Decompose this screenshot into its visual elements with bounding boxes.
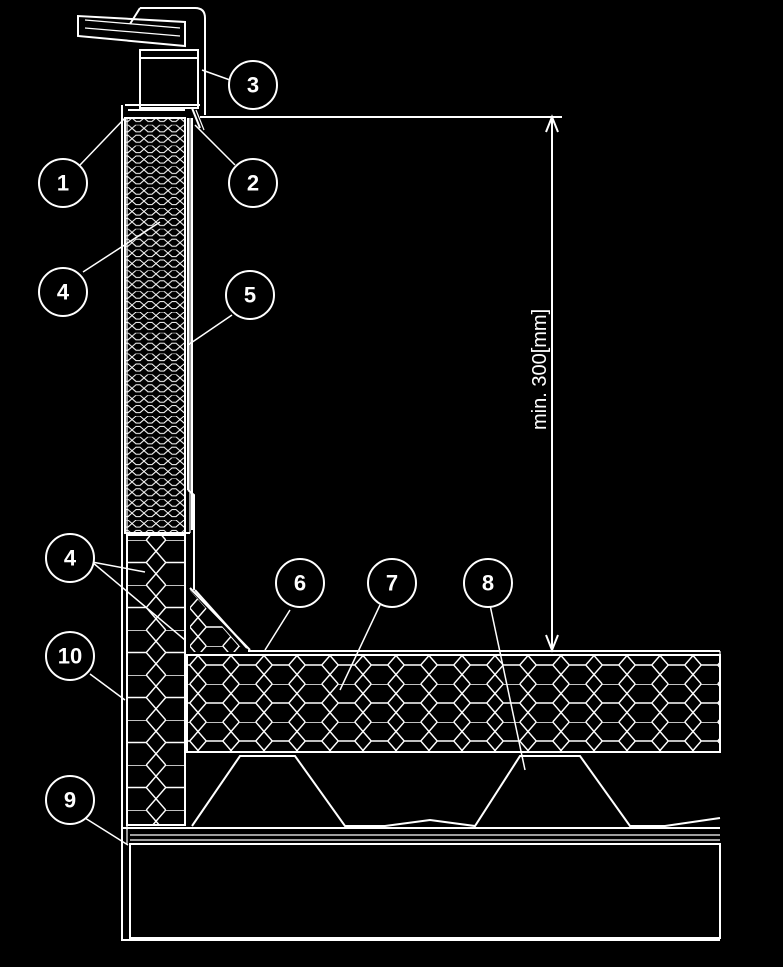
callout-4-upper: 4 [38, 267, 88, 317]
leader-lines [79, 69, 526, 846]
callout-3: 3 [228, 60, 278, 110]
parapet-outer-face [121, 105, 128, 940]
callout-9: 9 [45, 775, 95, 825]
callout-4-lower-label: 4 [64, 546, 77, 571]
parapet-coping [77, 7, 206, 131]
parapet-lower-insulation [126, 534, 186, 826]
callout-4-lower: 4 [45, 533, 95, 583]
callout-6: 6 [275, 558, 325, 608]
callout-10: 10 [45, 631, 95, 681]
parapet-upper-insulation [124, 117, 191, 534]
callout-10-label: 10 [58, 644, 82, 669]
height-dimension: min. 300[mm] [200, 114, 562, 653]
callout-1-label: 1 [57, 171, 69, 196]
vertical-membrane [187, 118, 195, 590]
dimension-label: min. 300[mm] [529, 309, 551, 430]
base-slab [121, 827, 721, 941]
callout-8-label: 8 [482, 571, 494, 596]
cant-strip [189, 587, 251, 652]
callout-2: 2 [228, 158, 278, 208]
roof-insulation-board [186, 650, 721, 753]
callout-5-label: 5 [244, 283, 256, 308]
callout-6-label: 6 [294, 571, 306, 596]
callout-8: 8 [463, 558, 513, 608]
callout-2-label: 2 [247, 171, 259, 196]
callout-9-label: 9 [64, 788, 76, 813]
callout-1: 1 [38, 158, 88, 208]
callout-7: 7 [367, 558, 417, 608]
callout-3-label: 3 [247, 73, 259, 98]
callout-7-label: 7 [386, 571, 398, 596]
trapezoidal-steel-deck [191, 755, 721, 828]
callout-5: 5 [225, 270, 275, 320]
callout-4-upper-label: 4 [57, 280, 70, 305]
